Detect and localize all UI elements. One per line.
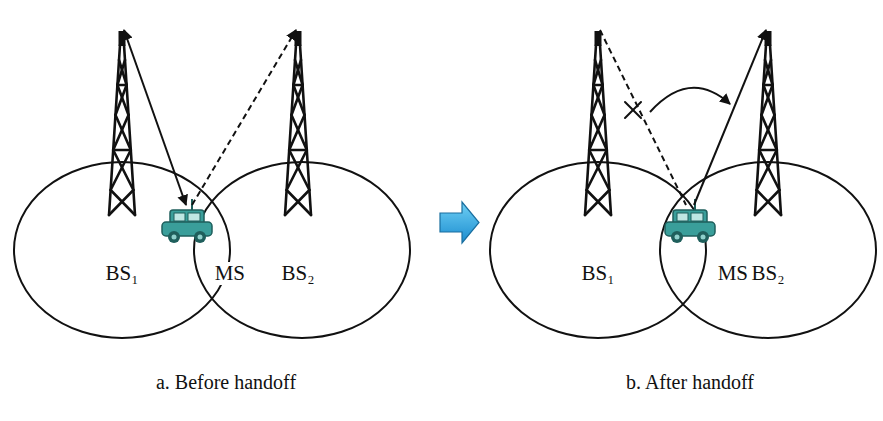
station-label: MS xyxy=(213,262,247,285)
panel-caption: a. Before handoff xyxy=(156,370,296,394)
panel-caption: b. After handoff xyxy=(626,370,754,394)
mobile-station-node: MS xyxy=(668,205,750,285)
station-label: BS₁ xyxy=(579,262,616,285)
radio-link xyxy=(124,30,186,205)
base-station-node: BS₁ xyxy=(97,30,147,285)
dashed-radio-link xyxy=(192,30,296,205)
station-label: BS₂ xyxy=(749,262,786,285)
radio-link xyxy=(694,30,766,205)
base-station-node: BS₁ xyxy=(573,30,623,285)
station-label: MS xyxy=(716,262,750,285)
base-station-node: BS₂ xyxy=(743,30,793,285)
dashed-radio-link xyxy=(600,30,686,205)
station-label: BS₂ xyxy=(279,262,316,285)
mobile-station-node: MS xyxy=(165,205,247,285)
base-station-node: BS₂ xyxy=(273,30,323,285)
station-label: BS₁ xyxy=(103,262,140,285)
